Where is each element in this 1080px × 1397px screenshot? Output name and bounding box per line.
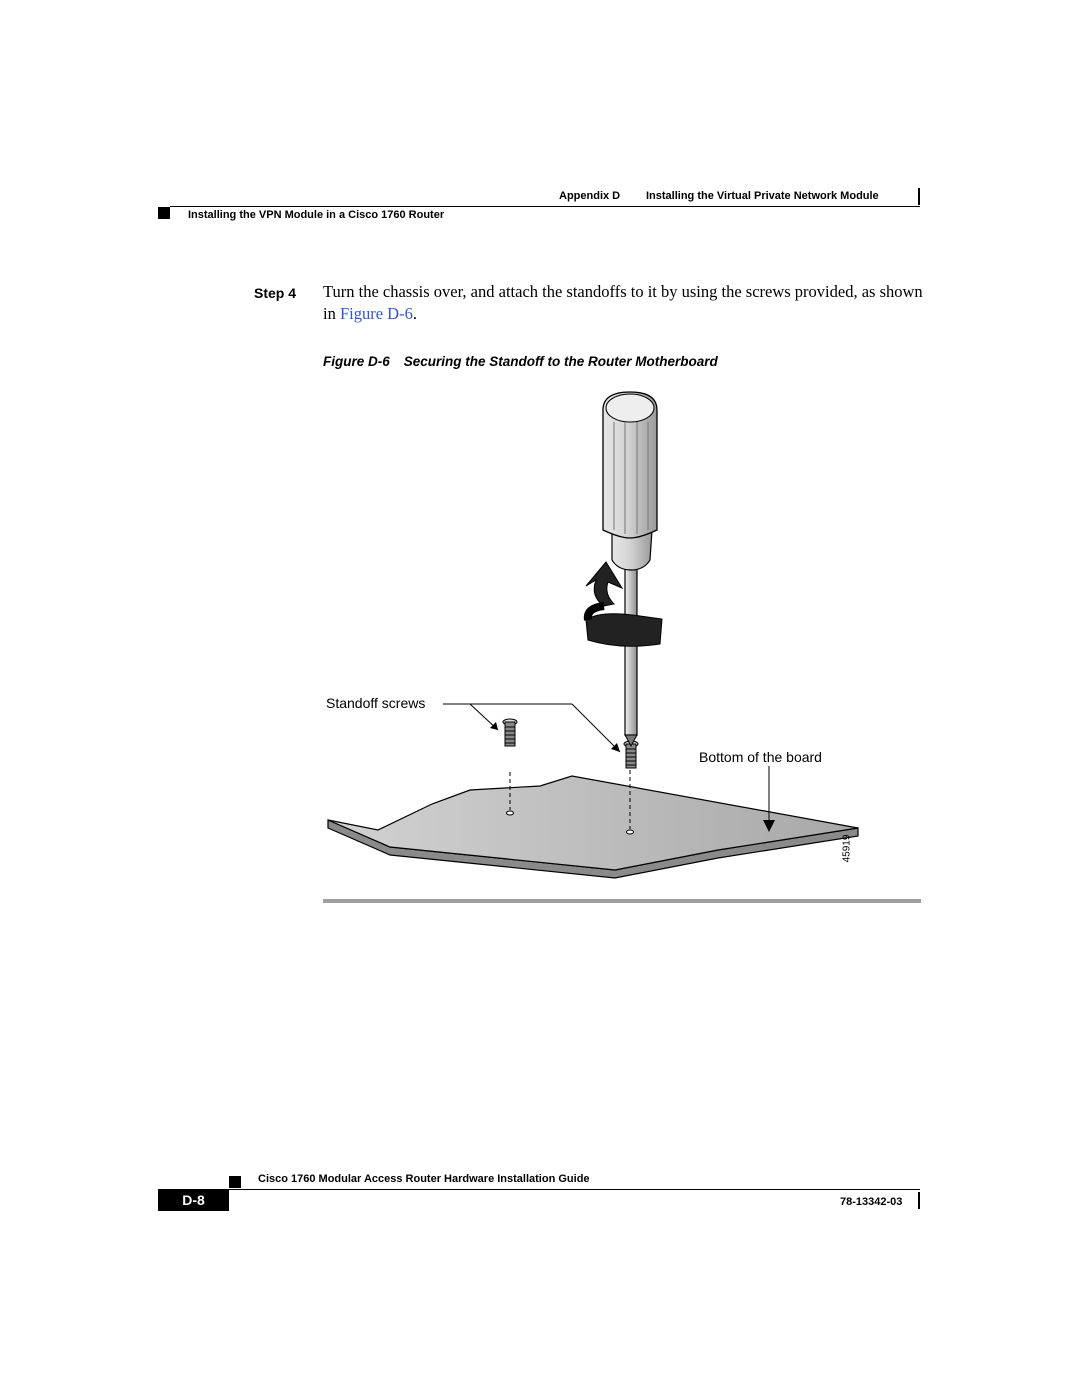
step-label: Step 4 <box>254 285 297 301</box>
footer-guide-title: Cisco 1760 Modular Access Router Hardwar… <box>258 1173 590 1185</box>
header-appendix: Appendix D <box>559 190 621 202</box>
figure-link[interactable]: Figure D-6 <box>339 304 413 323</box>
header-black-square <box>158 207 170 219</box>
figure-caption: Figure D-6 Securing the Standoff to the R… <box>323 354 718 369</box>
standoff-screws-leader <box>443 703 621 753</box>
footer-doc-number: 78-13342-03 <box>840 1196 903 1208</box>
header-chapter-title: Installing the Virtual Private Network M… <box>646 190 879 202</box>
callout-standoff-screws: Standoff screws <box>326 695 426 711</box>
figure-number: Figure D-6 <box>323 354 390 369</box>
screwdriver-icon <box>602 391 658 748</box>
header-rule <box>170 206 920 207</box>
footer-rule <box>229 1189 920 1190</box>
step-text-end: . <box>412 304 417 323</box>
header-section-title: Installing the VPN Module in a Cisco 176… <box>188 209 445 221</box>
footer-right-bar <box>918 1192 920 1209</box>
header-right-bar <box>918 188 920 205</box>
figure-art-id: 45919 <box>841 834 853 863</box>
standoff-screw-left <box>502 718 518 747</box>
router-board <box>327 775 859 879</box>
step-text-main: Turn the chassis over, and attach the st… <box>323 282 923 323</box>
figure-bottom-rule <box>323 899 921 903</box>
footer-black-square <box>229 1176 241 1188</box>
page-number: D-8 <box>158 1189 229 1211</box>
figure-title: Securing the Standoff to the Router Moth… <box>403 354 718 369</box>
board-leader <box>763 766 775 832</box>
step-text: Turn the chassis over, and attach the st… <box>323 281 923 325</box>
callout-bottom-of-board: Bottom of the board <box>699 749 822 765</box>
rotation-arrow-icon <box>583 561 663 647</box>
